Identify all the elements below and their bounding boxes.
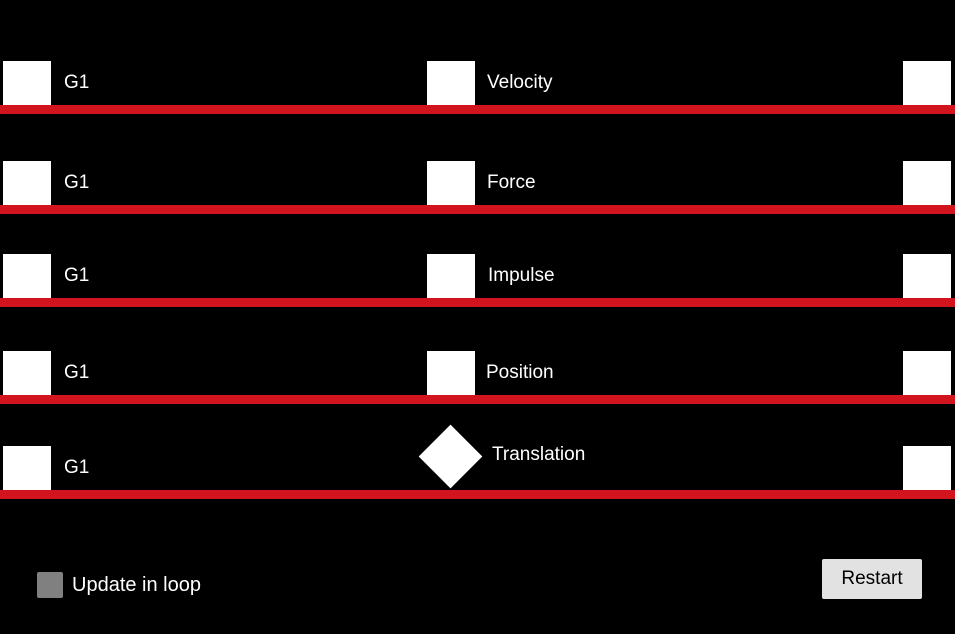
left-body[interactable] <box>3 161 51 205</box>
update-in-loop-label: Update in loop <box>72 573 201 596</box>
lane-force: G1 Force <box>0 161 955 217</box>
left-body-label: G1 <box>64 72 90 93</box>
left-body-label: G1 <box>64 457 90 478</box>
ground-track <box>0 395 955 404</box>
restart-button[interactable]: Restart <box>822 559 922 599</box>
right-body[interactable] <box>903 61 951 105</box>
ground-track <box>0 490 955 499</box>
lane-translation: G1 Translation <box>0 424 955 502</box>
left-body[interactable] <box>3 351 51 395</box>
lane-impulse: G1 Impulse <box>0 254 955 310</box>
middle-body[interactable] <box>427 254 475 298</box>
left-body[interactable] <box>3 61 51 105</box>
ground-track <box>0 105 955 114</box>
left-body-label: G1 <box>64 362 90 383</box>
update-in-loop-toggle[interactable]: Update in loop <box>37 572 201 598</box>
right-body[interactable] <box>903 254 951 298</box>
middle-body-label: Translation <box>492 444 586 465</box>
middle-body-rotated[interactable] <box>418 424 483 489</box>
ground-track <box>0 205 955 214</box>
lane-velocity: G1 Velocity <box>0 61 955 117</box>
middle-body[interactable] <box>427 61 475 105</box>
middle-body-label: Velocity <box>487 72 553 93</box>
left-body[interactable] <box>3 446 51 490</box>
middle-body[interactable] <box>427 161 475 205</box>
left-body-label: G1 <box>64 265 90 286</box>
right-body[interactable] <box>903 446 951 490</box>
lane-position: G1 Position <box>0 351 955 407</box>
left-body-label: G1 <box>64 172 90 193</box>
middle-body-label: Position <box>486 362 554 383</box>
right-body[interactable] <box>903 161 951 205</box>
right-body[interactable] <box>903 351 951 395</box>
middle-body[interactable] <box>427 351 475 395</box>
left-body[interactable] <box>3 254 51 298</box>
ground-track <box>0 298 955 307</box>
middle-body-label: Force <box>487 172 536 193</box>
update-in-loop-checkbox[interactable] <box>37 572 63 598</box>
middle-body-label: Impulse <box>488 265 555 286</box>
